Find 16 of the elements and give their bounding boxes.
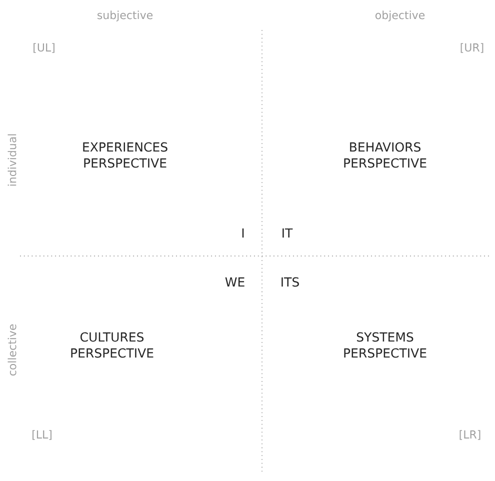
quadrant-title: EXPERIENCES PERSPECTIVE bbox=[83, 142, 168, 168]
axis-label: objective bbox=[376, 10, 425, 22]
quadrant-title: BEHAVIORS PERSPECTIVE bbox=[344, 142, 426, 168]
quadrant-title: SYSTEMS PERSPECTIVE bbox=[344, 332, 426, 358]
axis-label: [LR] bbox=[460, 430, 480, 440]
axis-label: individual bbox=[8, 134, 16, 186]
quadrant-title: CULTURES PERSPECTIVE bbox=[71, 332, 154, 358]
quadrant-marker: ITS bbox=[282, 277, 299, 287]
quadrant-marker: WE bbox=[225, 277, 244, 287]
quadrant-marker: IT bbox=[282, 228, 293, 238]
axis-label: [UL] bbox=[34, 43, 54, 53]
axis-label: subjective bbox=[98, 10, 153, 22]
quadrant-marker: I bbox=[242, 228, 244, 238]
axis-label: collective bbox=[8, 324, 16, 376]
axis-label: [UR] bbox=[460, 43, 484, 53]
axis-label: [LL] bbox=[32, 430, 52, 440]
